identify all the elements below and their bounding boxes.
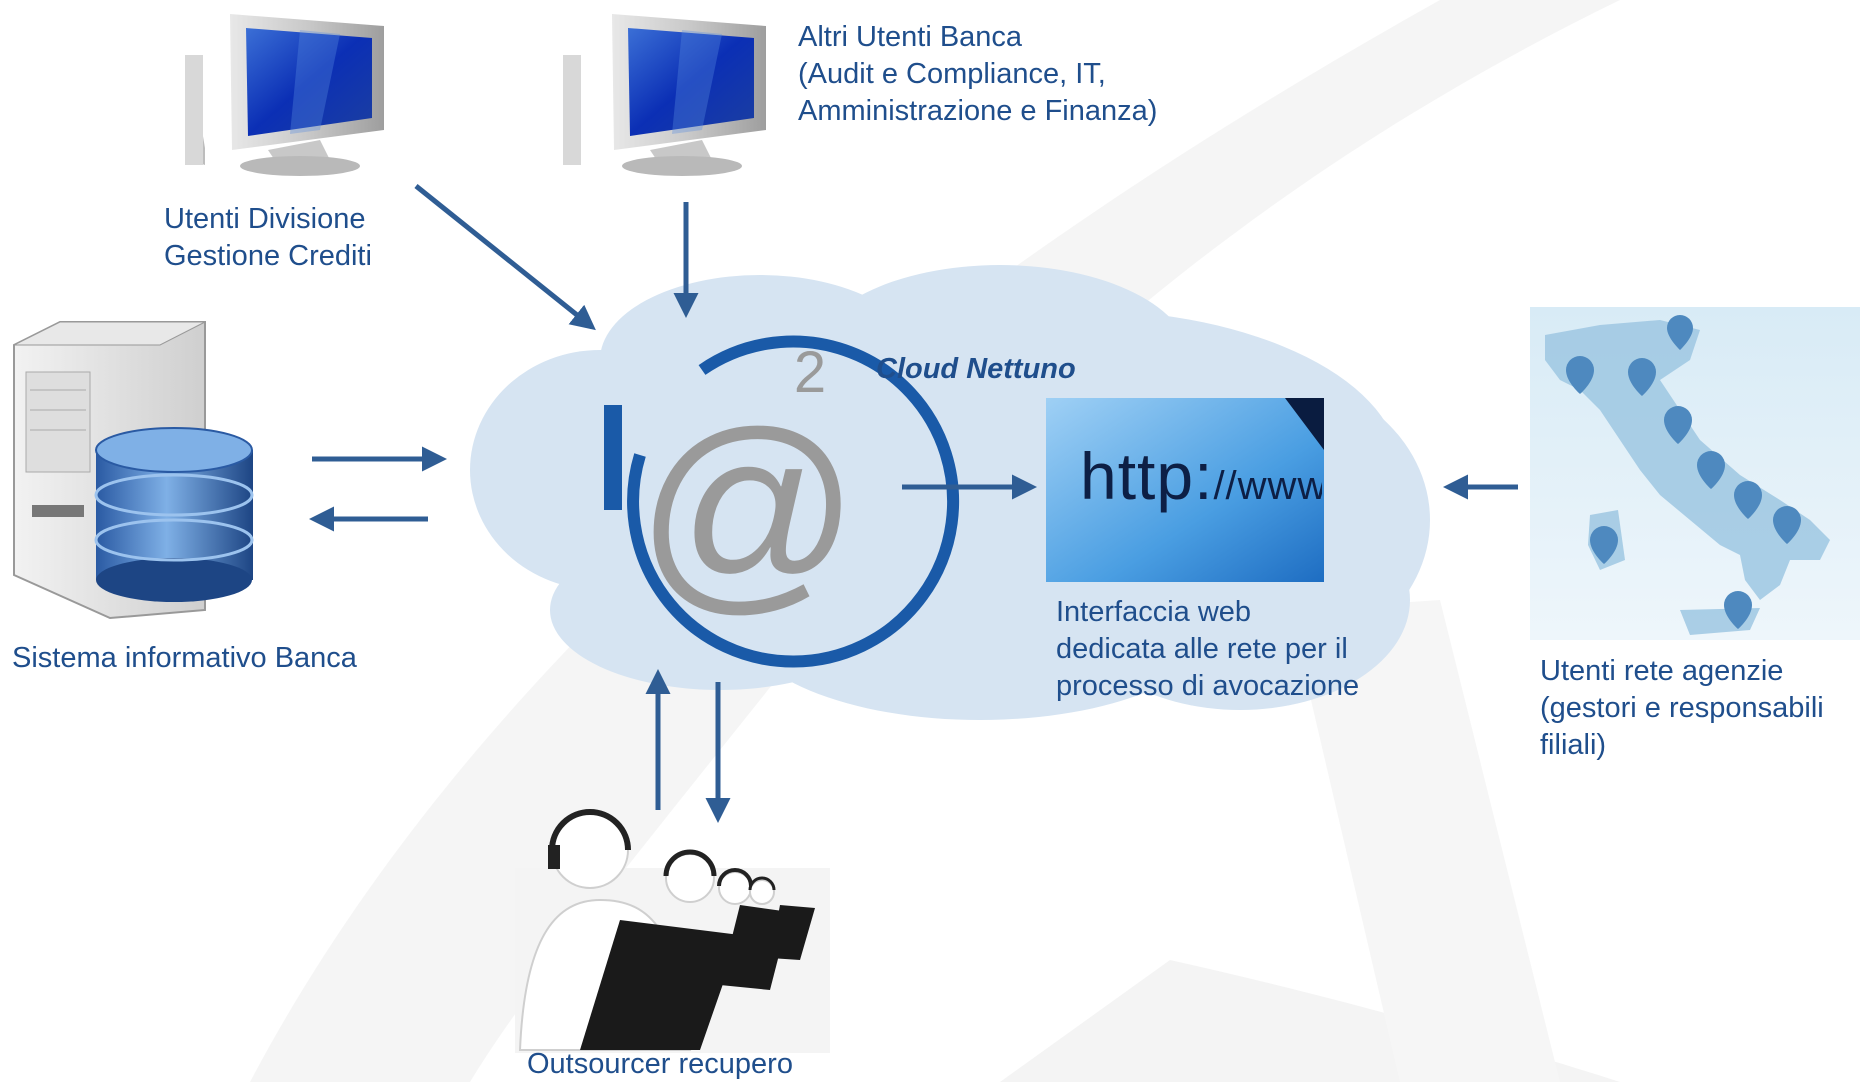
label-sistema-informativo: Sistema informativo Banca — [12, 642, 357, 674]
cloud-title: Cloud Nettuno — [876, 353, 1076, 385]
connector-arrows — [309, 184, 1518, 823]
desktop-computer-icon — [185, 14, 384, 176]
label-altri-utenti: Altri Utenti Banca (Audit e Compliance, … — [798, 21, 1158, 127]
label-utenti-rete: Utenti rete agenzie (gestori e responsab… — [1540, 655, 1824, 761]
http-main-text: http: — [1080, 439, 1214, 513]
label-outsourcer: Outsourcer recupero — [527, 1048, 793, 1080]
http-browser-icon — [1046, 398, 1324, 582]
http-tail-text: //www — [1213, 464, 1322, 508]
http-address-text: http://www — [1080, 438, 1322, 514]
desktop-computer-icon-2 — [563, 14, 766, 176]
logo-at-symbol: @ — [636, 386, 859, 632]
italy-map-pins-icon — [1530, 307, 1860, 640]
arrow-division-to-cloud — [414, 184, 596, 331]
logo-a2-icon: @ 2 — [604, 335, 960, 668]
label-utenti-divisione: Utenti Divisione Gestione Crediti — [164, 203, 372, 272]
label-interfaccia-web: Interfaccia web dedicata alle rete per i… — [1056, 596, 1360, 702]
logo-superscript: 2 — [794, 340, 826, 405]
call-center-operators-icon — [515, 809, 830, 1053]
server-database-icon — [13, 321, 254, 620]
